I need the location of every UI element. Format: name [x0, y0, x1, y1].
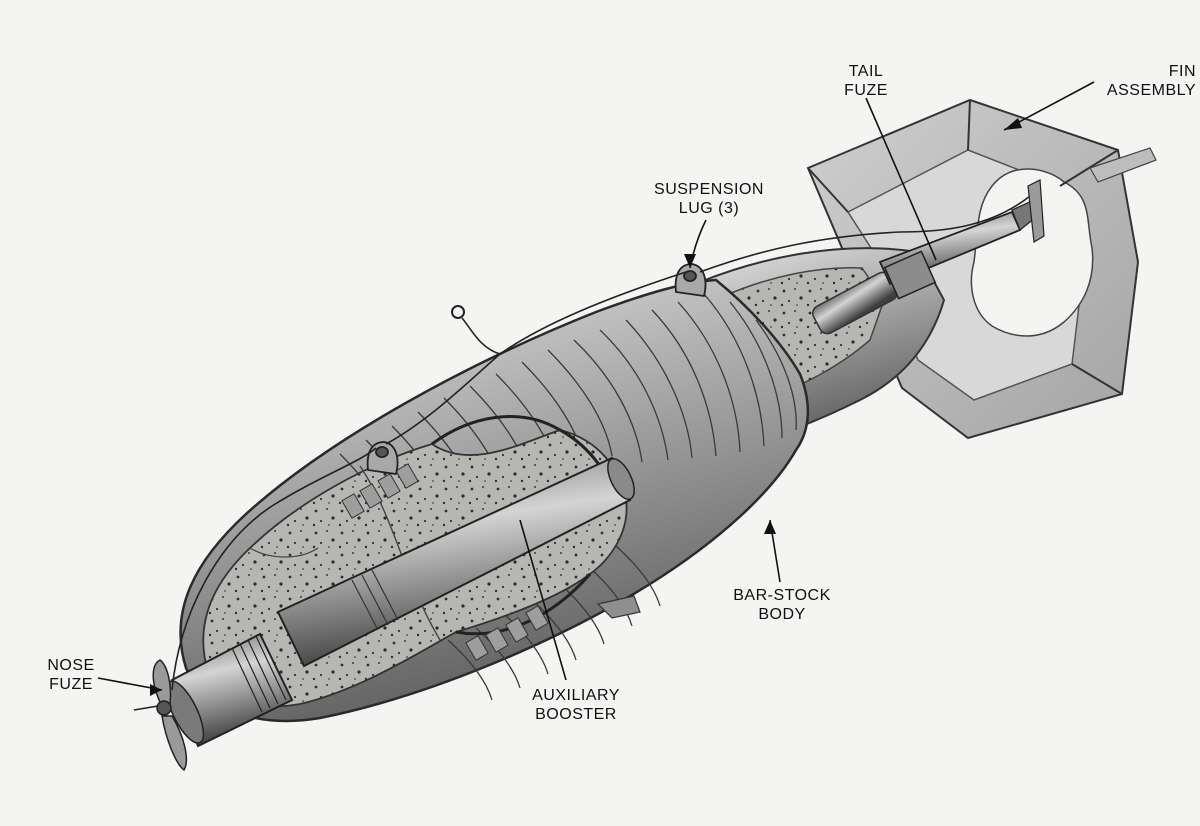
nose-section: [133, 632, 294, 772]
bomb-body: [179, 278, 810, 723]
label-bar-stock-body: BAR-STOCK BODY: [733, 587, 831, 623]
label-tail-fuze: TAIL FUZE: [844, 63, 888, 99]
suspension-lug: [366, 441, 399, 476]
tail-fuze: [878, 179, 1045, 300]
leader-tail-fuze: [865, 97, 937, 261]
arming-wire: [171, 195, 1031, 691]
fin-cutaway-opening: [970, 168, 1094, 337]
suspension-lugs: [366, 263, 707, 476]
booster-tube: [276, 456, 632, 668]
label-fin-assembly: FIN ASSEMBLY: [1106, 63, 1196, 99]
label-auxiliary-booster: AUXILIARY BOOSTER: [532, 687, 620, 723]
leader-auxiliary-booster: [519, 519, 567, 681]
nose-fuze-propeller: [133, 659, 188, 772]
label-suspension-lug: SUSPENSION LUG (3): [654, 181, 764, 217]
label-nose-fuze: NOSE FUZE: [47, 657, 95, 693]
auxiliary-booster: [276, 456, 635, 668]
leader-arrowheads: [150, 118, 1022, 696]
